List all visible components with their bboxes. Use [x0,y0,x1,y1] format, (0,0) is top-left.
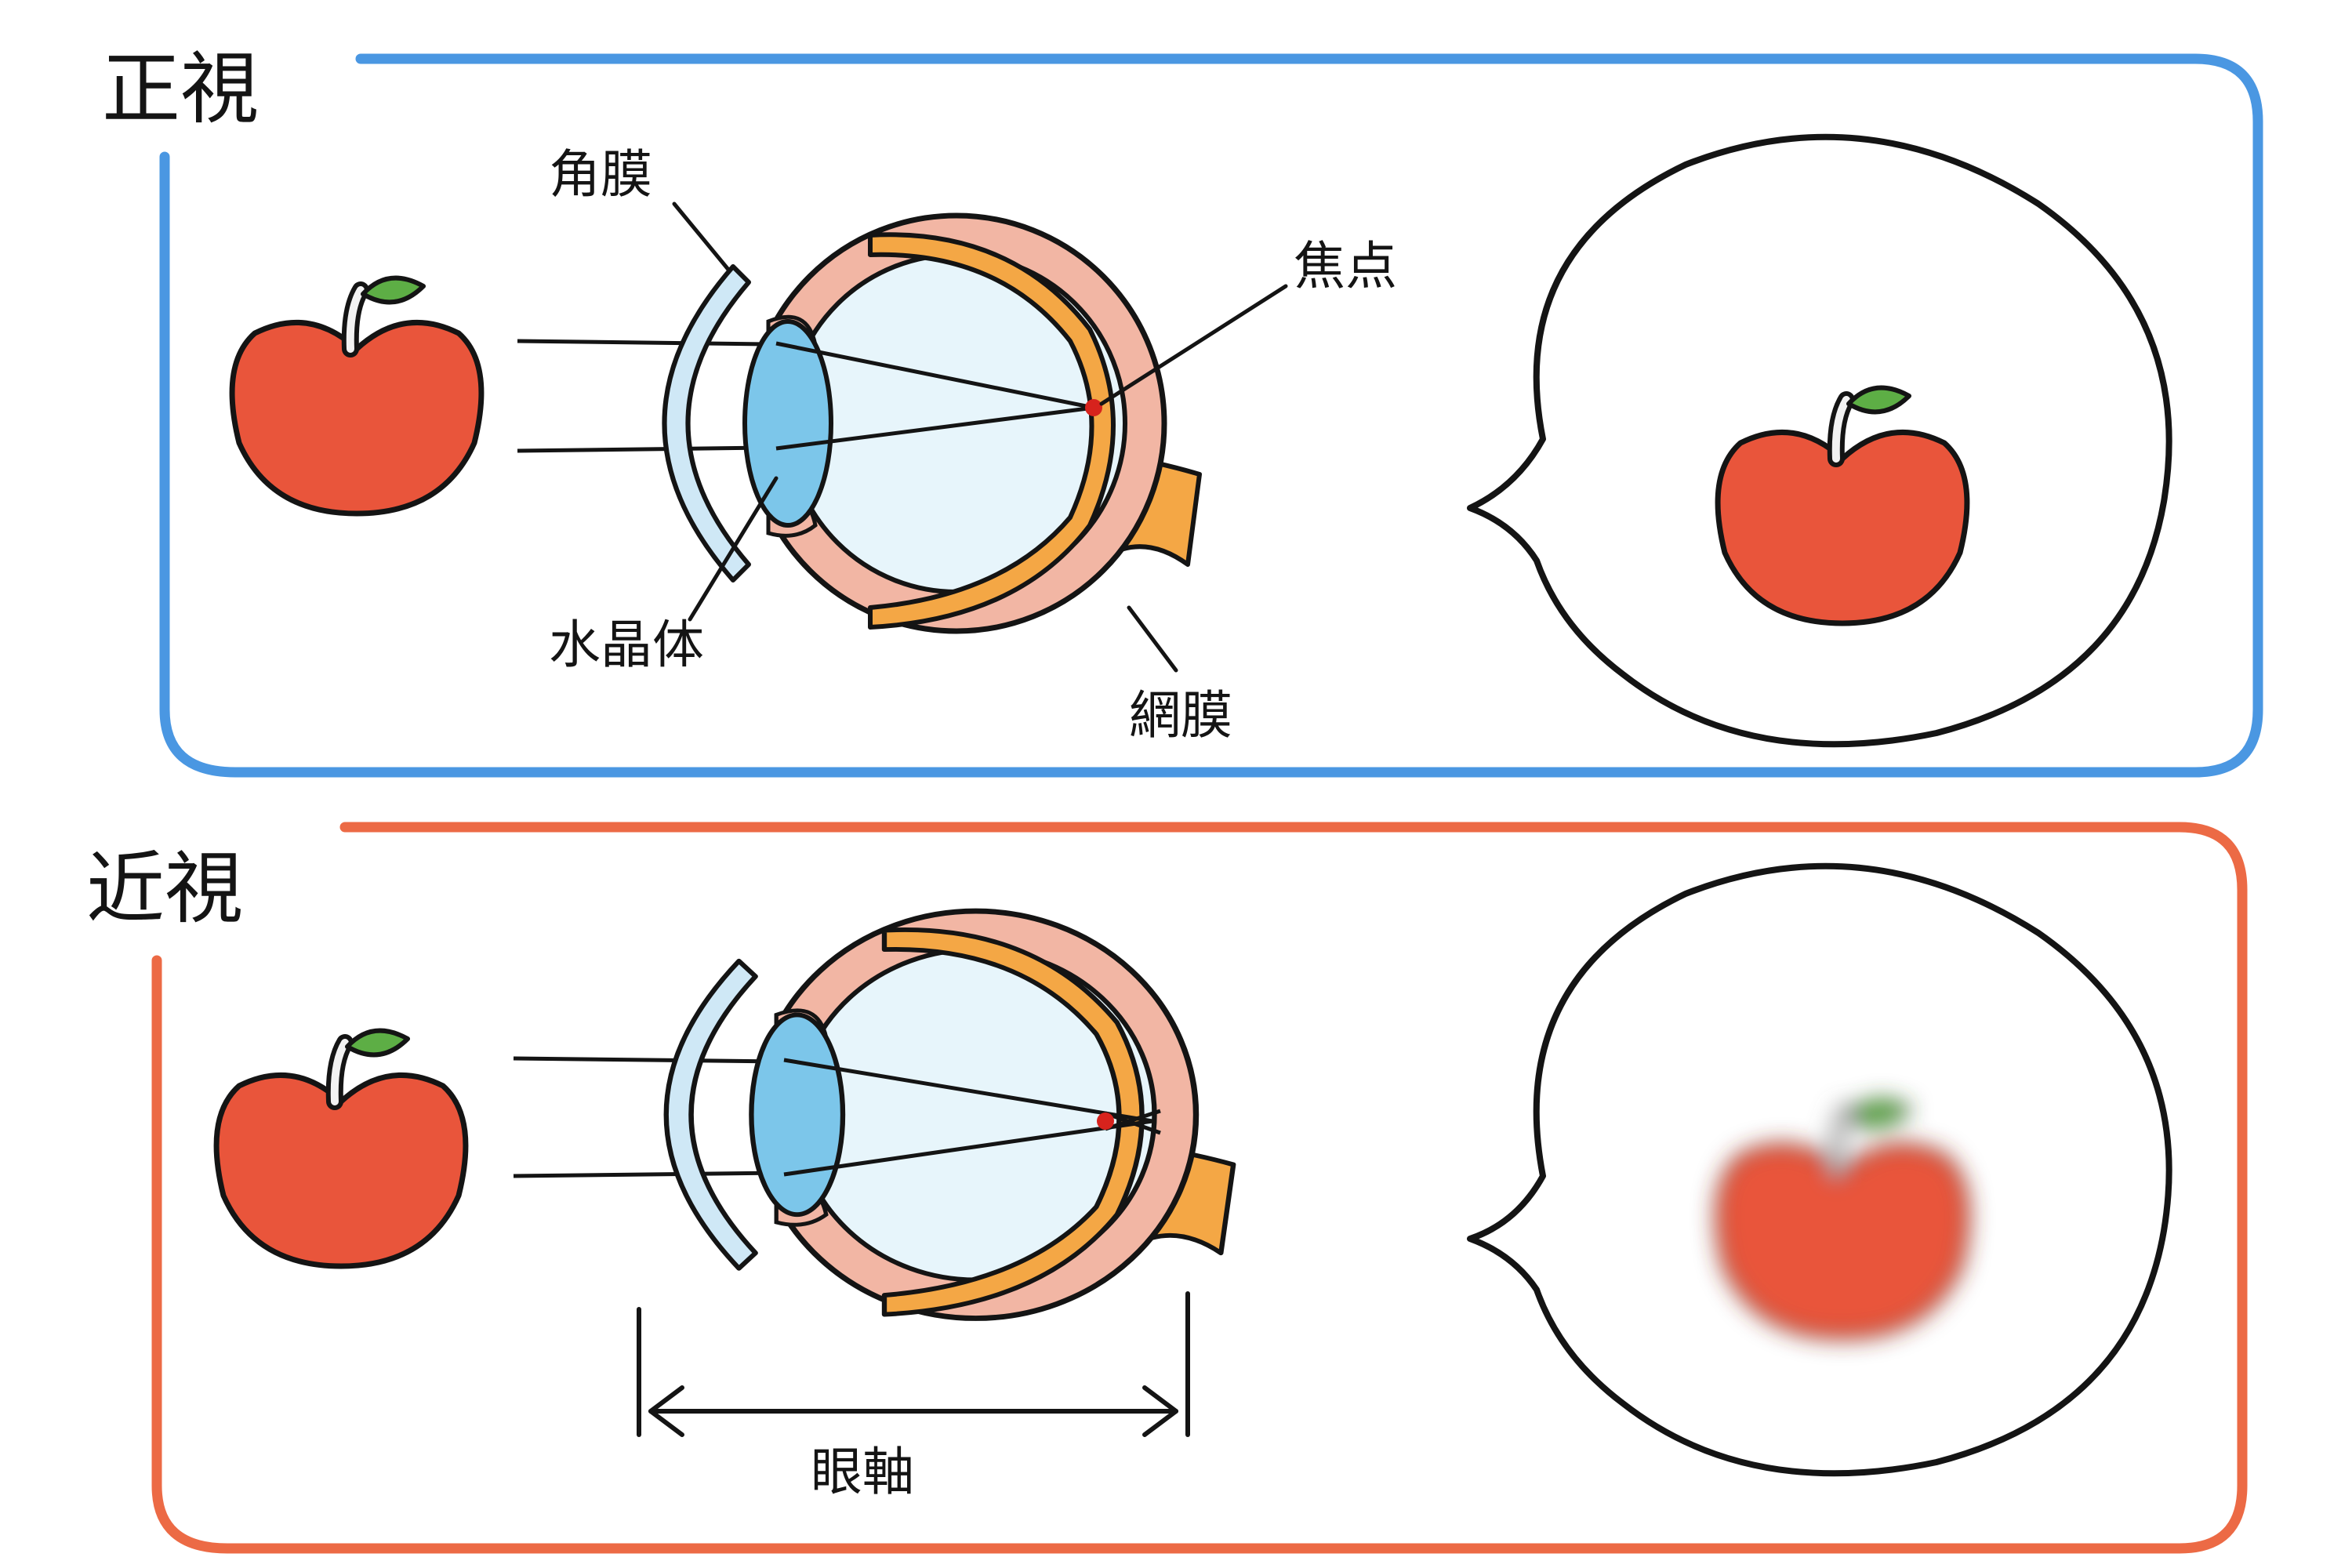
apple-icon [232,278,481,514]
panel-title: 近視 [86,843,243,935]
label-retina: 網膜 [1129,685,1232,746]
focal-point [1097,1112,1114,1130]
label-lens: 水晶体 [549,615,704,675]
light-rays-overlay [775,341,1094,451]
leader-lines [672,201,1288,673]
apple-icon [216,1031,466,1266]
panel-normal-frame [159,53,2263,778]
panel-myopia-frame [151,822,2248,1554]
label-cornea: 角膜 [549,144,652,205]
light-rays-overlay [783,1058,1161,1177]
panel-title: 正視 [102,43,259,135]
panel-normal-vision: 正視 角膜 水晶体 焦点 網膜 [102,43,2263,778]
eye-normal [665,216,1200,631]
label-focal-point: 焦点 [1294,236,1397,296]
panel-myopia: 近視 眼軸 [86,822,2248,1554]
focal-point [1085,399,1102,416]
label-axial-length: 眼軸 [811,1442,914,1502]
axial-length-indicator [637,1291,1190,1437]
